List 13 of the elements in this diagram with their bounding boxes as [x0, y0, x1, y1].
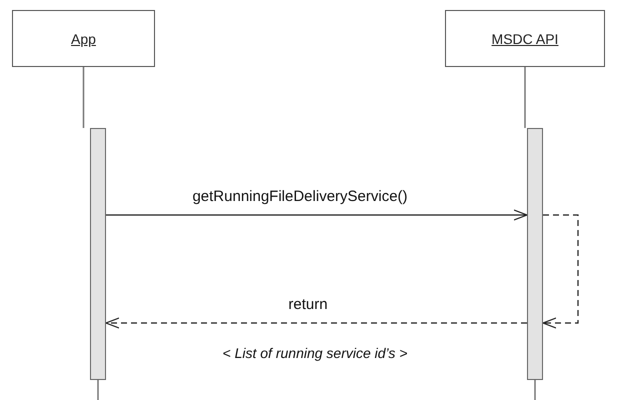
self-call-arrow: [542, 214, 579, 329]
message-label: getRunningFileDeliveryService(): [190, 188, 410, 205]
return-arrow: [105, 317, 527, 329]
lifeline: [524, 67, 526, 128]
activation-bar: [90, 128, 106, 380]
message-arrow: [106, 209, 528, 221]
return-value-note: < List of running service id’s >: [220, 345, 410, 361]
participant-name: App: [71, 30, 96, 46]
activation-bar: [527, 128, 543, 380]
participant-box: [445, 10, 605, 67]
lifeline: [82, 67, 84, 128]
participant-box: [12, 10, 155, 67]
participant-name: MSDC API: [492, 30, 558, 46]
